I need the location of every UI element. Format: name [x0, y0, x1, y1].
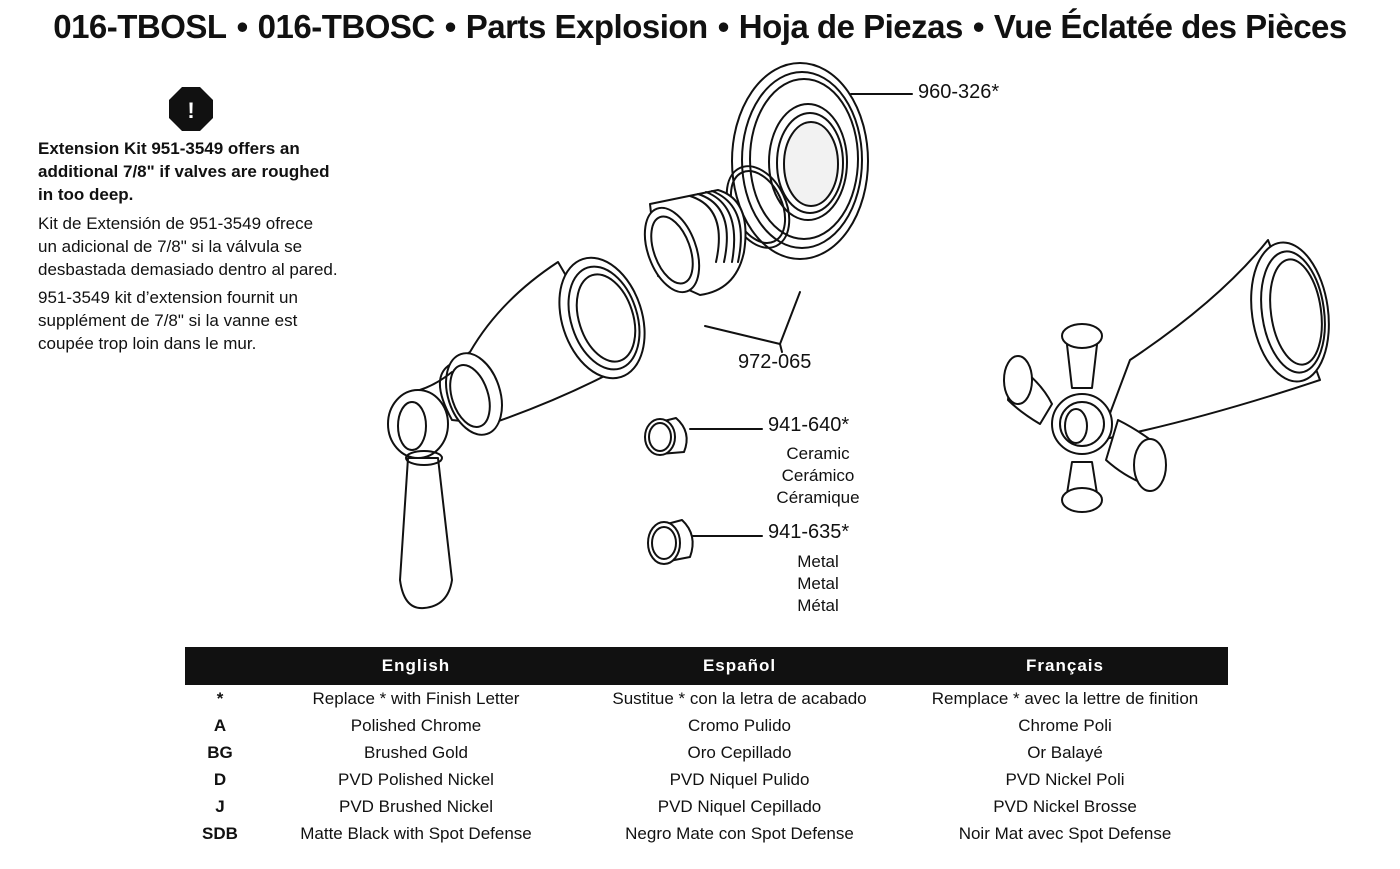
warning-glyph: ! [187, 98, 194, 123]
finish-spanish: Oro Cepillado [687, 742, 792, 762]
table-row: * Replace * with Finish Letter Sustitue … [185, 685, 1228, 712]
finish-english: Replace * with Finish Letter [312, 688, 520, 708]
metal-en: Metal [797, 552, 839, 571]
ceramic-cartridge [644, 417, 688, 456]
header-french: Français [902, 647, 1228, 685]
table-row: D PVD Polished Nickel PVD Niquel Pulido … [185, 766, 1228, 793]
model-number-cross: 016-TBOSC [257, 8, 436, 45]
bracket-extension [704, 291, 801, 345]
extension-sleeve [643, 189, 747, 296]
note-line: in too deep. [38, 185, 134, 204]
finish-table: English Español Français * Replace * wit… [185, 647, 1228, 847]
title-english: Parts Explosion [465, 8, 708, 45]
label-escutcheon-part: 960-326* [918, 81, 1000, 103]
finish-english: PVD Brushed Nickel [338, 796, 493, 816]
ceramic-fr: Céramique [776, 488, 860, 507]
header-spanish: Español [577, 647, 902, 685]
metal-es: Metal [797, 574, 839, 593]
ceramic-en: Ceramic [786, 444, 850, 463]
finish-code: * [216, 688, 224, 708]
ceramic-cartridge-description: Ceramic Cerámico Céramique [758, 443, 878, 509]
finish-spanish: PVD Niquel Pulido [669, 769, 810, 789]
finish-french: PVD Nickel Brosse [993, 796, 1137, 816]
finish-code: A [213, 715, 227, 735]
table-row: A Polished Chrome Cromo Pulido Chrome Po… [185, 712, 1228, 739]
table-row: BG Brushed Gold Oro Cepillado Or Balayé [185, 739, 1228, 766]
header-code [185, 647, 255, 685]
note-line: Extension Kit 951-3549 offers an [38, 139, 300, 158]
finish-code: D [213, 769, 227, 789]
finish-spanish: PVD Niquel Cepillado [657, 796, 822, 816]
header-english: English [255, 647, 577, 685]
metal-cartridge-description: Metal Metal Métal [758, 551, 878, 617]
finish-french: Noir Mat avec Spot Defense [958, 823, 1172, 843]
title-separator: • [236, 8, 249, 45]
escutcheon-plate [731, 62, 869, 260]
label-extension-part: 972-065 [738, 351, 812, 373]
page-title: 016-TBOSL•016-TBOSC•Parts Explosion•Hoja… [0, 8, 1400, 46]
metal-fr: Métal [797, 596, 839, 615]
finish-french: PVD Nickel Poli [1005, 769, 1125, 789]
title-french: Vue Éclatée des Pièces [993, 8, 1347, 45]
finish-code: SDB [202, 823, 238, 843]
note-line: un adicional de 7/8" si la válvula se [38, 237, 303, 256]
ceramic-es: Cerámico [781, 466, 855, 485]
note-line: coupée trop loin dans le mur. [38, 334, 257, 353]
lever-handle [387, 256, 646, 610]
title-spanish: Hoja de Piezas [738, 8, 964, 45]
finish-french: Or Balayé [1027, 742, 1103, 762]
table-row: SDB Matte Black with Spot Defense Negro … [185, 820, 1228, 847]
metal-cartridge [647, 519, 694, 565]
exclamation-octagon-icon: ! [169, 87, 213, 131]
finish-spanish: Negro Mate con Spot Defense [625, 823, 854, 843]
finish-english: PVD Polished Nickel [338, 769, 494, 789]
model-number-lever: 016-TBOSL [53, 8, 227, 45]
finish-table-header: English Español Français [185, 647, 1228, 685]
parts-explosion-drawing [387, 62, 1330, 610]
finish-spanish: Cromo Pulido [688, 715, 791, 735]
finish-english: Brushed Gold [364, 742, 468, 762]
title-separator: • [972, 8, 985, 45]
table-row: J PVD Brushed Nickel PVD Niquel Cepillad… [185, 793, 1228, 820]
finish-english: Matte Black with Spot Defense [300, 823, 532, 843]
label-metal-cartridge-part: 941-635* [768, 521, 850, 543]
note-line: additional 7/8" if valves are roughed [38, 162, 330, 181]
title-separator: • [717, 8, 730, 45]
label-ceramic-cartridge-part: 941-640* [768, 414, 850, 436]
note-line: Kit de Extensión de 951-3549 ofrece [38, 214, 314, 233]
extension-note-french: 951-3549 kit d’extension fournit un supp… [38, 286, 378, 355]
cross-handle [1003, 239, 1330, 513]
extension-note-english: Extension Kit 951-3549 offers an additio… [38, 137, 378, 206]
finish-french: Remplace * avec la lettre de finition [931, 688, 1199, 708]
finish-code: BG [207, 742, 233, 762]
finish-spanish: Sustitue * con la letra de acabado [612, 688, 867, 708]
leader-extension [779, 343, 783, 353]
finish-french: Chrome Poli [1018, 715, 1112, 735]
note-line: supplément de 7/8" si la vanne est [38, 311, 298, 330]
note-line: desbastada demasiado dentro al pared. [38, 260, 338, 279]
extension-note-spanish: Kit de Extensión de 951-3549 ofrece un a… [38, 212, 378, 281]
note-line: 951-3549 kit d’extension fournit un [38, 288, 298, 307]
finish-english: Polished Chrome [350, 715, 482, 735]
title-separator: • [444, 8, 457, 45]
finish-code: J [215, 796, 225, 816]
